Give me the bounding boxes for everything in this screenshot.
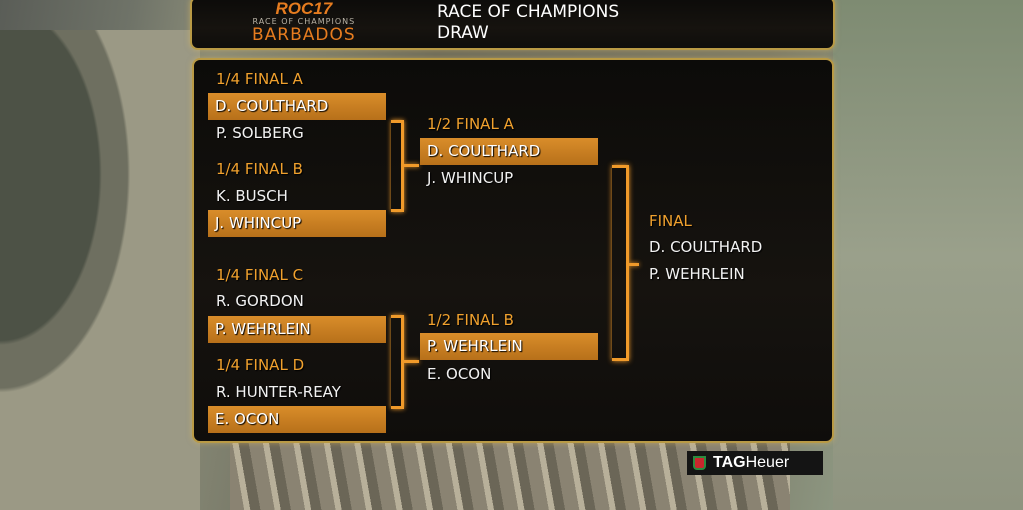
roc-logo: ROC17 RACE OF CHAMPIONS BARBADOS	[252, 0, 356, 45]
qf-d-driver: R. HUNTER-REAY	[216, 383, 341, 401]
logo-subtitle: RACE OF CHAMPIONS	[252, 17, 356, 26]
bracket-stem-qf-ab	[404, 164, 419, 167]
qf-c-winner: P. WEHRLEIN	[208, 316, 386, 343]
title-line-2: DRAW	[437, 23, 489, 43]
qf-a-driver: P. SOLBERG	[216, 124, 304, 142]
final-driver-1: D. COULTHARD	[649, 238, 763, 256]
sf-b-label: 1/2 FINAL B	[427, 311, 514, 329]
sf-a-winner: D. COULTHARD	[420, 138, 598, 165]
bracket-semis	[612, 165, 629, 361]
sf-a-label: 1/2 FINAL A	[427, 115, 514, 133]
bracket-qf-cd	[391, 315, 404, 409]
qf-b-driver: K. BUSCH	[216, 187, 288, 205]
qf-d-winner: E. OCON	[208, 406, 386, 433]
final-label: FINAL	[649, 212, 692, 230]
qf-c-label: 1/4 FINAL C	[216, 266, 304, 284]
qf-b-winner: J. WHINCUP	[208, 210, 386, 237]
qf-a-winner: D. COULTHARD	[208, 93, 386, 120]
sponsor-brand-bold: TAG	[713, 454, 746, 471]
qf-d-label: 1/4 FINAL D	[216, 356, 305, 374]
race-track-background	[0, 30, 200, 510]
paddock-background	[833, 0, 1023, 510]
final-driver-2: P. WEHRLEIN	[649, 265, 745, 283]
bracket-stem-qf-cd	[404, 360, 419, 363]
sponsor-brand-regular: Heuer	[745, 454, 790, 471]
logo-mark: ROC17	[275, 0, 333, 18]
tag-heuer-shield-icon	[693, 456, 706, 470]
page-title: RACE OF CHAMPIONS DRAW	[437, 2, 619, 44]
header-panel: ROC17 RACE OF CHAMPIONS BARBADOS RACE OF…	[190, 0, 835, 50]
qf-b-label: 1/4 FINAL B	[216, 160, 303, 178]
bracket-stem-semis	[629, 263, 639, 266]
qf-c-driver: R. GORDON	[216, 292, 304, 310]
tag-heuer-sponsor-logo: TAGHeuer	[687, 451, 823, 475]
logo-location: BARBADOS	[252, 25, 356, 45]
sf-b-winner: P. WEHRLEIN	[420, 333, 598, 360]
bracket-qf-ab	[391, 120, 404, 212]
bracket-panel: 1/4 FINAL A D. COULTHARD P. SOLBERG 1/4 …	[192, 58, 834, 443]
sf-a-driver: J. WHINCUP	[427, 169, 514, 187]
sf-b-driver: E. OCON	[427, 365, 492, 383]
qf-a-label: 1/4 FINAL A	[216, 70, 303, 88]
title-line-1: RACE OF CHAMPIONS	[437, 2, 620, 22]
